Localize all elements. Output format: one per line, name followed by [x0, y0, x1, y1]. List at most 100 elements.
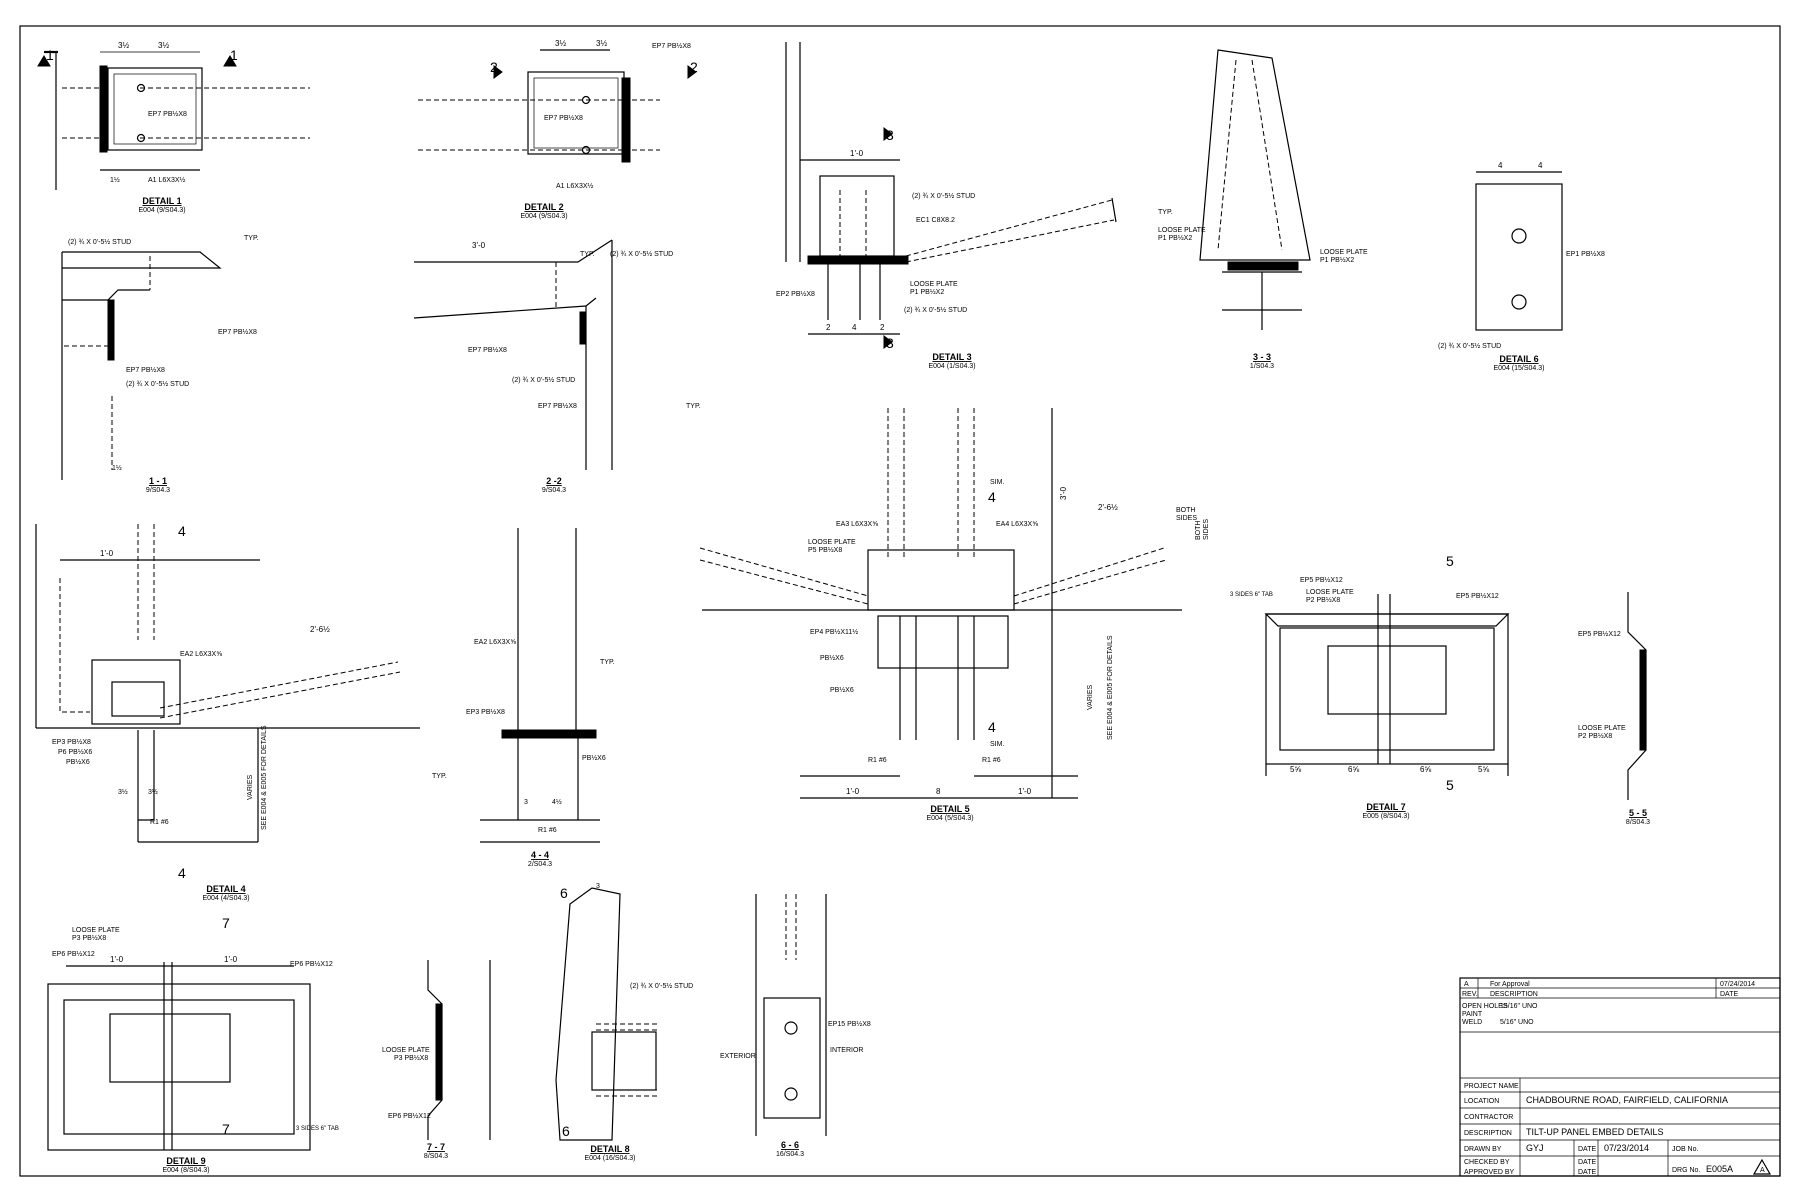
detail-4-title: DETAIL 4	[206, 884, 245, 894]
detail-9-ref: E004 (8/S04.3)	[162, 1167, 209, 1174]
section-2-2-ref: 9/S04.3	[542, 487, 566, 494]
d5-dim2: 8	[936, 787, 941, 796]
tb-note3-val: 5/16" UNO	[1500, 1019, 1534, 1026]
d3-loose: LOOSE PLATE	[910, 281, 958, 288]
s44-typ-b: TYP.	[432, 773, 447, 780]
s11-typ: TYP.	[244, 235, 259, 242]
d5-dim3: 1'-0	[1018, 787, 1032, 796]
tb-desc-label: DESCRIPTION	[1490, 991, 1538, 998]
section-marker-4: 4	[178, 865, 186, 881]
d1-dim-b: 3½	[158, 41, 169, 50]
d3-p1: P1 PB½X2	[910, 288, 944, 296]
d4-dim1: 1'-0	[100, 549, 114, 558]
s11-ep7-b: EP7 PB½X8	[126, 366, 165, 374]
section-marker-3: 3	[886, 127, 894, 143]
tb-date-label-2: DATE	[1578, 1146, 1596, 1153]
d5-sides2: SIDES	[1203, 519, 1210, 540]
s44-r1: R1 #6	[538, 827, 557, 834]
tb-project-label: PROJECT NAME	[1464, 1083, 1519, 1090]
section-marker-6: 6	[562, 1123, 570, 1139]
section-marker-1: 1	[46, 47, 54, 63]
detail-3-title: DETAIL 3	[932, 352, 971, 362]
d1-dim-c: 1½	[110, 176, 120, 184]
detail-6: 4 4 (2) ¾ X 0'-5½ STUD EP1 PB½X8 DETAIL …	[1438, 161, 1605, 372]
s22-ep7-a: EP7 PB½X8	[468, 346, 507, 354]
d3-dim-2b: 2	[880, 323, 885, 332]
s33-typ: TYP.	[1158, 209, 1173, 216]
detail-1: 3½ 3½ EP7 PB½X8 A1 L6X3X½ 1½ DETAIL 1 E0…	[37, 41, 310, 214]
section-marker-4: 4	[988, 719, 996, 735]
s44-typ-a: TYP.	[600, 659, 615, 666]
d5-see: SEE E004 & E005 FOR DETAILS	[1107, 635, 1114, 740]
tb-date-label: DATE	[1720, 991, 1738, 998]
detail-8: (2) ¾ X 0'-5½ STUD 3 DETAIL 8 E004 (16/S…	[555, 883, 693, 1162]
d5-pb2: PB½X6	[830, 686, 854, 694]
d4-ep3: EP3 PB½X8	[52, 738, 91, 746]
s33-loose-r: LOOSE PLATE	[1320, 249, 1368, 256]
section-4-4-ref: 2/S04.3	[528, 861, 552, 868]
s33-p1-r: P1 PB½X2	[1320, 256, 1354, 264]
d4-varies: VARIES	[247, 775, 254, 800]
d3-stud2: (2) ¾ X 0'-5½ STUD	[904, 306, 967, 314]
s11-stud-a: (2) ¾ X 0'-5½ STUD	[68, 238, 131, 246]
d7-p2: P2 PB½X8	[1306, 596, 1340, 604]
d5-r1a: R1 #6	[868, 757, 887, 764]
d4-see: SEE E004 & E005 FOR DETAILS	[261, 725, 268, 830]
section-marker-1: 1	[230, 47, 238, 63]
section-2-2: 3'-0 TYP. (2) ¾ X 0'-5½ STUD EP7 PB½X8 (…	[413, 239, 701, 494]
section-6-6-ref: 16/S04.3	[776, 1151, 804, 1158]
detail-2-ref: E004 (9/S04.3)	[520, 213, 567, 220]
s11-stud-b: (2) ¾ X 0'-5½ STUD	[126, 380, 189, 388]
section-3-3-title: 3 - 3	[1253, 352, 1271, 362]
tb-note2-label: PAINT	[1462, 1011, 1483, 1018]
d7-loose: LOOSE PLATE	[1306, 589, 1354, 596]
section-5-5-title: 5 - 5	[1629, 808, 1647, 818]
d2-dim-b: 3½	[596, 39, 607, 48]
detail-7-title: DETAIL 7	[1366, 802, 1405, 812]
d3-ep2: EP2 PB½X8	[776, 290, 815, 298]
d9-ep6b: EP6 PB½X12	[290, 960, 333, 968]
d7-ep5a: EP5 PB½X12	[1300, 576, 1343, 584]
s33-loose-l: LOOSE PLATE	[1158, 227, 1206, 234]
tb-description-label: DESCRIPTION	[1464, 1130, 1512, 1137]
detail-4: 1'-0 2'-6½ EA2 L6X3X⅝ EP3 PB½X8 P6 PB½X6…	[35, 524, 420, 902]
tb-rev-mark: A	[1760, 1167, 1765, 1174]
s77-ep6: EP6 PB½X12	[388, 1112, 431, 1120]
tb-note3-label: WELD	[1462, 1019, 1482, 1026]
detail-8-title: DETAIL 8	[590, 1144, 629, 1154]
s55-p2: P2 PB½X8	[1578, 732, 1612, 740]
d4-pb: PB½X6	[66, 758, 90, 766]
d5-dim5: 3'-0	[1059, 486, 1068, 500]
detail-9-title: DETAIL 9	[166, 1156, 205, 1166]
s66-ep15: EP15 PB½X8	[828, 1020, 871, 1028]
d7-dim-2: 6⅝	[1420, 765, 1431, 774]
tb-location-val: CHADBOURNE ROAD, FAIRFIELD, CALIFORNIA	[1526, 1095, 1728, 1105]
tb-note1-val: 15/16" UNO	[1500, 1003, 1538, 1010]
d9-tab: 3 SIDES 6" TAB	[296, 1126, 339, 1132]
tb-contractor-label: CONTRACTOR	[1464, 1114, 1513, 1121]
s44-d4: 4½	[552, 798, 562, 806]
s44-ea2: EA2 L6X3X⅝	[474, 639, 516, 646]
d1-ep7-label: EP7 PB½X8	[148, 110, 187, 118]
d3-stud1: (2) ¾ X 0'-5½ STUD	[912, 192, 975, 200]
tb-checked-label: CHECKED BY	[1464, 1159, 1510, 1166]
tb-rev-label: REV.	[1462, 991, 1478, 998]
d6-stud: (2) ¾ X 0'-5½ STUD	[1438, 342, 1501, 350]
d7-ep5b: EP5 PB½X12	[1456, 592, 1499, 600]
s11-dim: 1½	[112, 464, 122, 472]
d2-a1-label: A1 L6X3X½	[556, 182, 594, 190]
tb-drawn-val: GYJ	[1526, 1143, 1544, 1153]
d5-ea4: EA4 L6X3X⅝	[996, 521, 1038, 528]
s33-p1-l: P1 PB½X2	[1158, 234, 1192, 242]
s55-ep5: EP5 PB½X12	[1578, 630, 1621, 638]
d9-dim-b: 1'-0	[224, 955, 238, 964]
tb-date-label-3: DATE	[1578, 1159, 1596, 1166]
d7-dim-3: 5⅝	[1478, 765, 1489, 774]
tb-rev-date: 07/24/2014	[1720, 981, 1755, 988]
section-7-7-title: 7 - 7	[427, 1142, 445, 1152]
d7-dim-1: 6⅝	[1348, 765, 1359, 774]
s22-ep7-b: EP7 PB½X8	[538, 402, 577, 410]
section-marker-4: 4	[178, 523, 186, 539]
s66-interior: INTERIOR	[830, 1047, 863, 1054]
